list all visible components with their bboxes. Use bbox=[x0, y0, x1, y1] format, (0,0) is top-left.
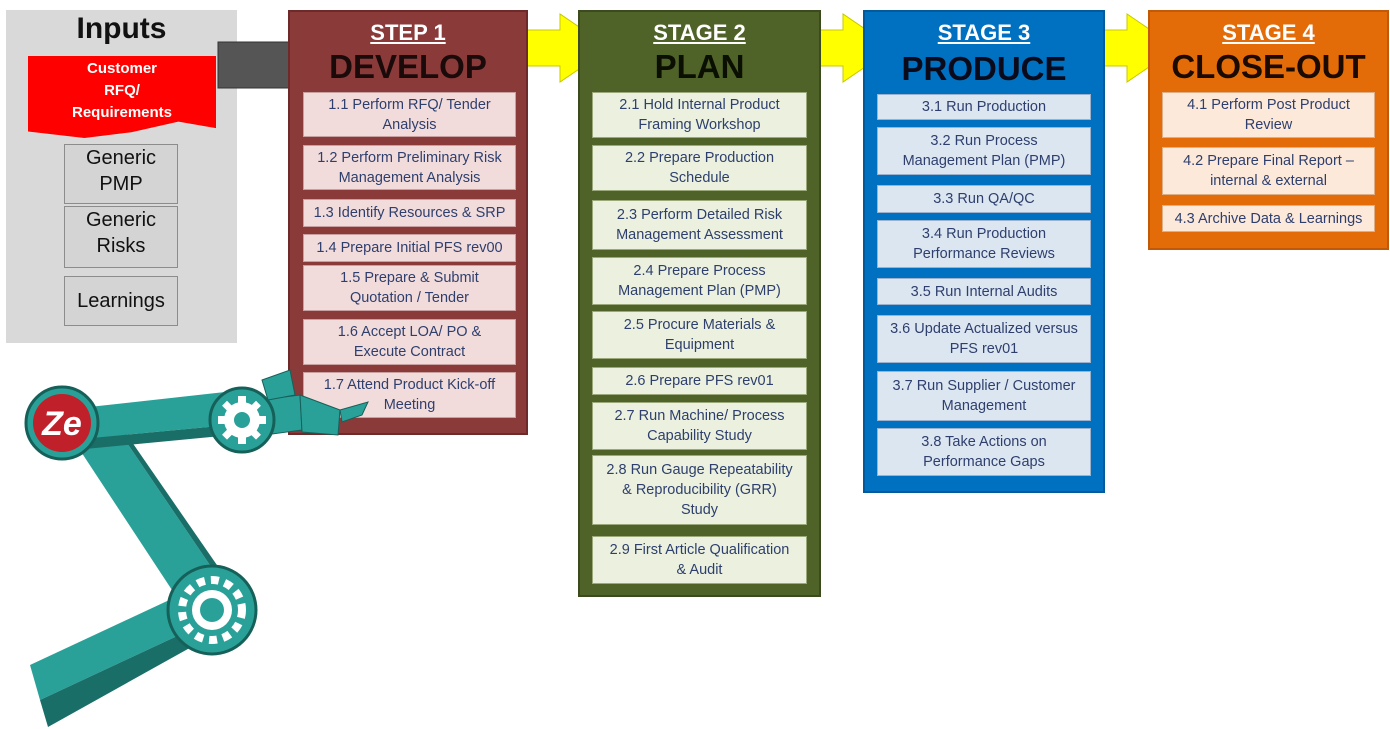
step-4-2: 4.2 Prepare Final Report –internal & ext… bbox=[1162, 147, 1375, 195]
inputs-panel: Inputs Customer RFQ/ Requirements Generi… bbox=[6, 10, 237, 343]
step-3-1: 3.1 Run Production bbox=[877, 94, 1091, 120]
stage-main-title: DEVELOP bbox=[329, 48, 487, 85]
stage-main-title: PRODUCE bbox=[901, 50, 1067, 87]
stage-main-title: PLAN bbox=[654, 48, 745, 85]
rfq-line: Requirements bbox=[71, 104, 173, 121]
step-2-8: 2.8 Run Gauge Repeatability& Reproducibi… bbox=[592, 455, 807, 525]
step-2-9: 2.9 First Article Qualification& Audit bbox=[592, 536, 807, 584]
stage-produce-panel: STAGE 3 PRODUCE 3.1 Run Production 3.2 R… bbox=[863, 10, 1105, 493]
doc-line: Generic bbox=[85, 209, 157, 231]
step-1-6: 1.6 Accept LOA/ PO &Execute Contract bbox=[303, 319, 516, 365]
ze-logo: Ze bbox=[24, 385, 100, 461]
doc-line: PMP bbox=[99, 173, 143, 195]
step-3-3: 3.3 Run QA/QC bbox=[877, 185, 1091, 213]
learnings-document: Learnings bbox=[64, 276, 178, 326]
svg-text:Ze: Ze bbox=[41, 405, 82, 443]
rfq-line: RFQ/ bbox=[104, 82, 140, 99]
stage-main-title: CLOSE-OUT bbox=[1171, 48, 1366, 85]
doc-line: Generic bbox=[85, 147, 157, 169]
step-3-5: 3.5 Run Internal Audits bbox=[877, 278, 1091, 305]
upper-gear-icon bbox=[208, 386, 276, 454]
step-2-5: 2.5 Procure Materials &Equipment bbox=[592, 311, 807, 359]
robot-arm-illustration: Ze bbox=[24, 369, 369, 727]
generic-pmp-document: Generic PMP bbox=[64, 144, 178, 204]
step-2-6: 2.6 Prepare PFS rev01 bbox=[592, 367, 807, 395]
customer-rfq-document: Customer RFQ/ Requirements bbox=[28, 56, 216, 138]
lower-gear-icon bbox=[166, 564, 258, 656]
doc-line: Risks bbox=[96, 235, 146, 257]
stage-close-out-panel: STAGE 4 CLOSE-OUT 4.1 Perform Post Produ… bbox=[1148, 10, 1389, 250]
stage-sub-title: STEP 1 bbox=[370, 20, 446, 45]
step-1-4: 1.4 Prepare Initial PFS rev00 bbox=[303, 234, 516, 262]
stage-sub-title: STAGE 4 bbox=[1222, 20, 1315, 45]
step-4-3: 4.3 Archive Data & Learnings bbox=[1162, 205, 1375, 232]
inputs-title: Inputs bbox=[76, 12, 167, 45]
doc-line: Learnings bbox=[77, 290, 165, 312]
stage-sub-title: STAGE 2 bbox=[653, 20, 746, 45]
step-1-3: 1.3 Identify Resources & SRP bbox=[303, 199, 516, 227]
rfq-line: Customer bbox=[86, 60, 157, 77]
generic-risks-document: Generic Risks bbox=[64, 206, 178, 268]
stage-sub-title: STAGE 3 bbox=[937, 20, 1031, 45]
